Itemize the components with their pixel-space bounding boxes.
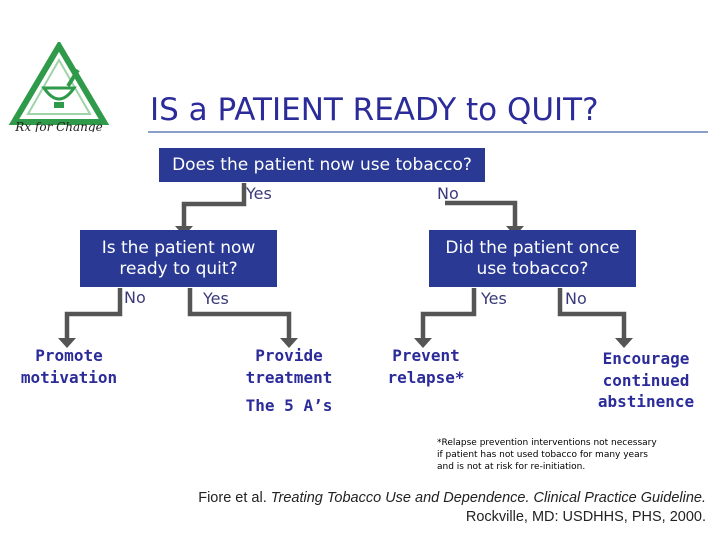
- outcome-encourage-line2: continued: [602, 370, 690, 390]
- page-title: IS a PATIENT READY to QUIT?: [150, 92, 599, 128]
- rx-for-change-logo: Rx for Change: [8, 42, 110, 132]
- outcome-prevent-line2: relapse*: [387, 367, 465, 387]
- node-ready-to-quit-line2: ready to quit?: [119, 258, 238, 279]
- footnote-line1: *Relapse prevention interventions not ne…: [437, 438, 657, 448]
- citation: Fiore et al. Treating Tobacco Use and De…: [198, 489, 706, 527]
- outcome-promote-line2: motivation: [20, 367, 118, 387]
- citation-publisher: Rockville, MD: USDHHS, PHS, 2000.: [465, 508, 706, 525]
- outcome-provide-line2: treatment: [245, 367, 333, 387]
- arrow-q2-yes: [187, 288, 292, 340]
- edge-label-q1-yes: Yes: [246, 184, 272, 203]
- arrowhead-q3-no: [615, 338, 633, 348]
- citation-authors: Fiore et al.: [198, 490, 267, 506]
- edge-label-q2-no: No: [124, 288, 146, 307]
- arrowhead-q2-no: [58, 338, 76, 348]
- relapse-footnote: *Relapse prevention interventions not ne…: [437, 437, 657, 473]
- outcome-prevent-relapse: Prevent relapse*: [372, 345, 480, 388]
- outcome-prevent-line1: Prevent: [392, 346, 460, 365]
- outcome-five-as: The 5 A’s: [245, 396, 333, 416]
- arrowhead-q3-yes: [414, 338, 432, 348]
- arrow-q3-no: [557, 288, 627, 340]
- outcome-promote-motivation: Promote motivation: [10, 345, 128, 388]
- logo-text: Rx for Change: [14, 120, 102, 132]
- outcome-promote-line1: Promote: [35, 346, 103, 365]
- node-once-used-line2: use tobacco?: [476, 258, 589, 279]
- footnote-line3: and is not at risk for re-initiation.: [437, 462, 586, 473]
- edge-label-q3-yes: Yes: [481, 289, 507, 308]
- outcome-encourage-abstinence: Encourage continued abstinence: [586, 348, 706, 413]
- node-uses-tobacco: Does the patient now use tobacco?: [159, 148, 485, 182]
- edge-label-q1-no: No: [437, 184, 459, 203]
- outcome-provide-line1: Provide: [255, 346, 323, 365]
- title-underline: [148, 131, 708, 133]
- arrow-q3-yes: [420, 288, 477, 340]
- outcome-provide-treatment: Provide treatment The 5 A’s: [229, 345, 349, 417]
- footnote-line2: if patient has not used tobacco for many…: [437, 450, 648, 461]
- edge-label-q3-no: No: [565, 289, 587, 308]
- node-once-used-line1: Did the patient once: [445, 238, 620, 259]
- edge-label-q2-yes: Yes: [203, 289, 229, 308]
- outcome-encourage-line3: abstinence: [597, 392, 695, 412]
- node-once-used-tobacco: Did the patient once use tobacco?: [429, 230, 636, 287]
- arrow-q2-no: [64, 288, 123, 340]
- arrow-q1-no: [445, 200, 518, 228]
- outcome-encourage-line1: Encourage: [602, 349, 690, 368]
- arrowhead-q2-yes: [280, 338, 298, 348]
- node-ready-to-quit: Is the patient now ready to quit?: [80, 230, 277, 287]
- node-ready-to-quit-line1: Is the patient now: [101, 238, 256, 259]
- citation-work: Treating Tobacco Use and Dependence. Cli…: [270, 490, 706, 506]
- arrow-q1-yes: [181, 183, 247, 228]
